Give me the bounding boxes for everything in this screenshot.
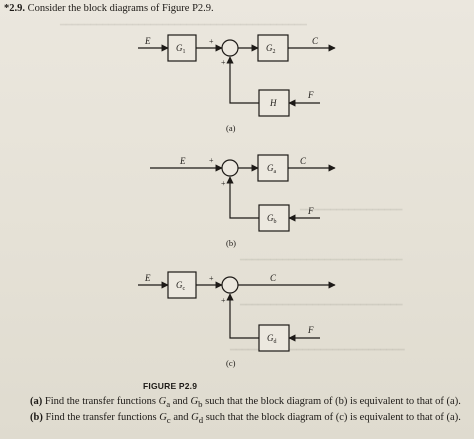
feedforward-path-b [226,176,259,219]
sign-plus-a1: + [209,37,214,46]
caption-a: (a) [226,123,236,133]
block-gb-label: Gb [267,213,277,225]
block-gb [258,204,290,232]
label-c-c: C [270,273,277,283]
caption-b: (b) [226,238,236,248]
question-b-tag: (b) [30,412,43,423]
problem-number: *2.9. [4,3,25,14]
sign-plus-c1: + [209,274,214,283]
problem-statement: Consider the block diagrams of Figure P2… [27,3,214,14]
caption-c: (c) [226,358,236,368]
label-e-c: E [144,273,151,283]
label-e-b: E [179,156,186,166]
feedforward-path-c [226,293,259,339]
sign-plus-a2: + [221,58,226,67]
sign-plus-c2: + [221,296,226,305]
diagram-a [138,34,336,117]
block-g2-label: G2 [266,43,276,55]
label-e-a: E [144,36,151,46]
question-a-tag: (a) [30,396,43,407]
label-f-c: F [307,325,314,335]
label-c-b: C [300,156,307,166]
block-g1-label: G1 [176,43,186,55]
block-gd [258,324,290,352]
question-b: (b) Find the transfer functions Gc and G… [30,412,461,426]
block-g1 [167,34,197,62]
block-g2 [257,34,289,62]
feedback-path-a [226,56,259,104]
label-f-a: F [307,90,314,100]
sign-plus-b2: + [221,179,226,188]
block-ga-label: Ga [267,163,277,175]
problem-header: *2.9. Consider the block diagrams of Fig… [4,3,214,14]
diagram-b [150,154,336,232]
sign-plus-b1: + [209,156,214,165]
figure-label: FIGURE P2.9 [143,381,198,391]
block-h-label: H [269,98,277,108]
sum-junction-a [221,39,239,57]
sum-junction-c [221,276,239,294]
block-gc-label: Gc [176,280,186,292]
question-a: (a) Find the transfer functions Ga and G… [30,396,461,410]
block-gd-label: Gd [267,333,277,345]
diagram-c [138,271,336,352]
sum-junction-b [221,159,239,177]
label-f-b: F [307,206,314,216]
label-c-a: C [312,36,319,46]
